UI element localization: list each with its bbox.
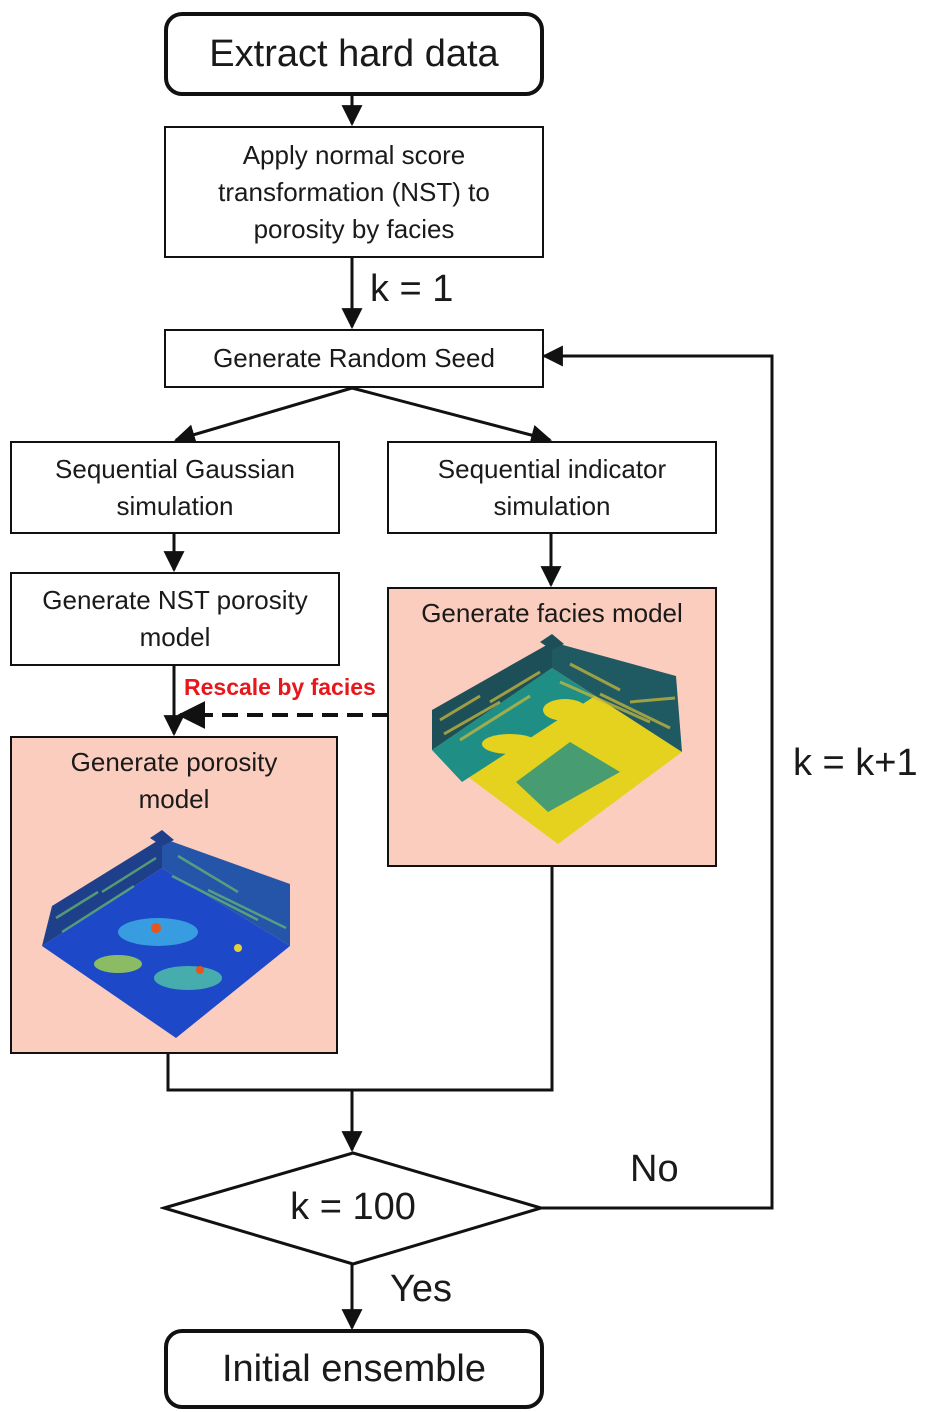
arrow-seed-to-sis: [351, 386, 553, 446]
arrow-seed-to-sgs: [173, 386, 353, 445]
nst-porosity-model-label: Generate NST porosity model: [42, 585, 308, 652]
porosity-model-image: [42, 830, 290, 1038]
no-label: No: [630, 1148, 679, 1190]
random-seed-node: Generate Random Seed: [164, 329, 544, 388]
sgs-label: Sequential Gaussian simulation: [55, 453, 295, 521]
decision-diamond: [160, 1151, 546, 1266]
facies-model-image: [432, 634, 682, 844]
initial-ensemble-node: Initial ensemble: [164, 1329, 544, 1409]
k-increment-label: k = k+1: [793, 742, 918, 784]
initial-ensemble-label: Initial ensemble: [221, 1347, 487, 1390]
merge-connector: [166, 866, 554, 1092]
rescale-by-facies-label: Rescale by facies: [184, 674, 376, 700]
extract-hard-data-node: Extract hard data: [164, 12, 544, 96]
loop-back-connector: [540, 345, 774, 1210]
nst-porosity-model-node: Generate NST porosity model: [10, 572, 340, 666]
k-init-label: k = 1: [370, 268, 454, 310]
random-seed-label: Generate Random Seed: [213, 343, 495, 373]
facies-model-label: Generate facies model: [421, 598, 683, 628]
extract-hard-data-label: Extract hard data: [209, 32, 499, 75]
porosity-model-label: Generate porosity model: [70, 747, 278, 814]
yes-label: Yes: [390, 1268, 452, 1310]
sis-label: Sequential indicator simulation: [437, 453, 667, 521]
nst-node: Apply normal score transformation (NST) …: [164, 126, 544, 258]
decision-label: k = 100: [290, 1186, 416, 1228]
sgs-node: Sequential Gaussian simulation: [10, 441, 340, 534]
nst-label: Apply normal score transformation (NST) …: [218, 139, 490, 244]
sis-node: Sequential indicator simulation: [387, 441, 717, 534]
